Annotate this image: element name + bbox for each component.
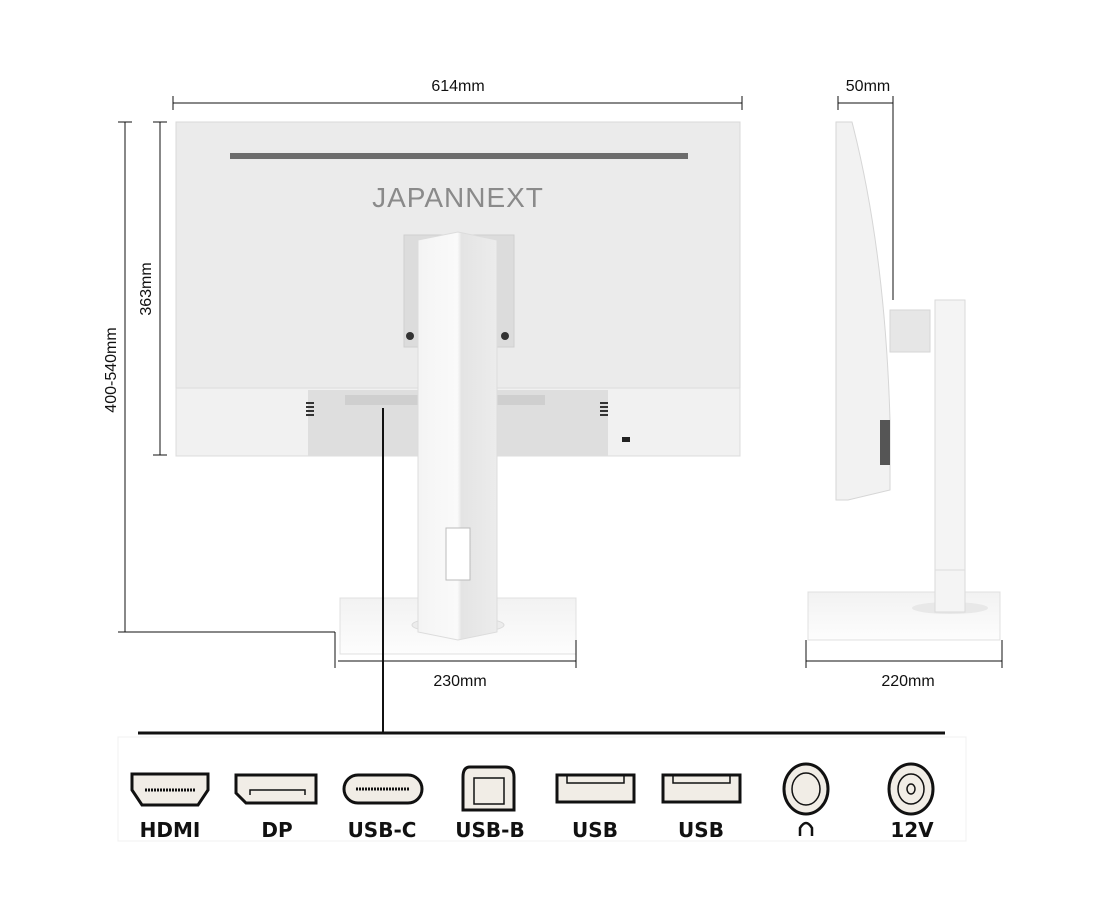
brand-logo: JAPANNEXT [372, 182, 544, 213]
usb-a-port-icon [555, 773, 636, 804]
port-label-usb-c: USB-C [348, 818, 417, 842]
panel-height-label: 363mm [138, 262, 155, 315]
base-depth-label: 220mm [881, 673, 934, 690]
port-panel [117, 736, 967, 842]
cable-hole [445, 527, 471, 581]
port-label-12v: 12V [890, 818, 934, 842]
port-label-usb-b: USB-B [455, 818, 524, 842]
base-width-label: 230mm [433, 673, 486, 690]
headphone-icon [798, 821, 814, 836]
depth-label: 50mm [846, 78, 890, 95]
port-label-hdmi: HDMI [140, 818, 201, 842]
port-label-usb-2: USB [678, 818, 724, 842]
usb-a-port-icon [661, 773, 742, 804]
width-label: 614mm [431, 78, 484, 95]
stand-neck [417, 231, 498, 641]
monitor-side-view [807, 121, 1001, 641]
total-height-label: 400-540mm [103, 327, 120, 412]
kensington-lock-slot [622, 437, 630, 442]
dimension-lines [118, 96, 1003, 735]
port-label-dp: DP [261, 818, 292, 842]
displayport-icon [234, 773, 318, 805]
vent-slot [230, 153, 688, 159]
monitor-rear-view: JAPANNEXT [175, 121, 741, 655]
port-label-usb-1: USB [572, 818, 618, 842]
